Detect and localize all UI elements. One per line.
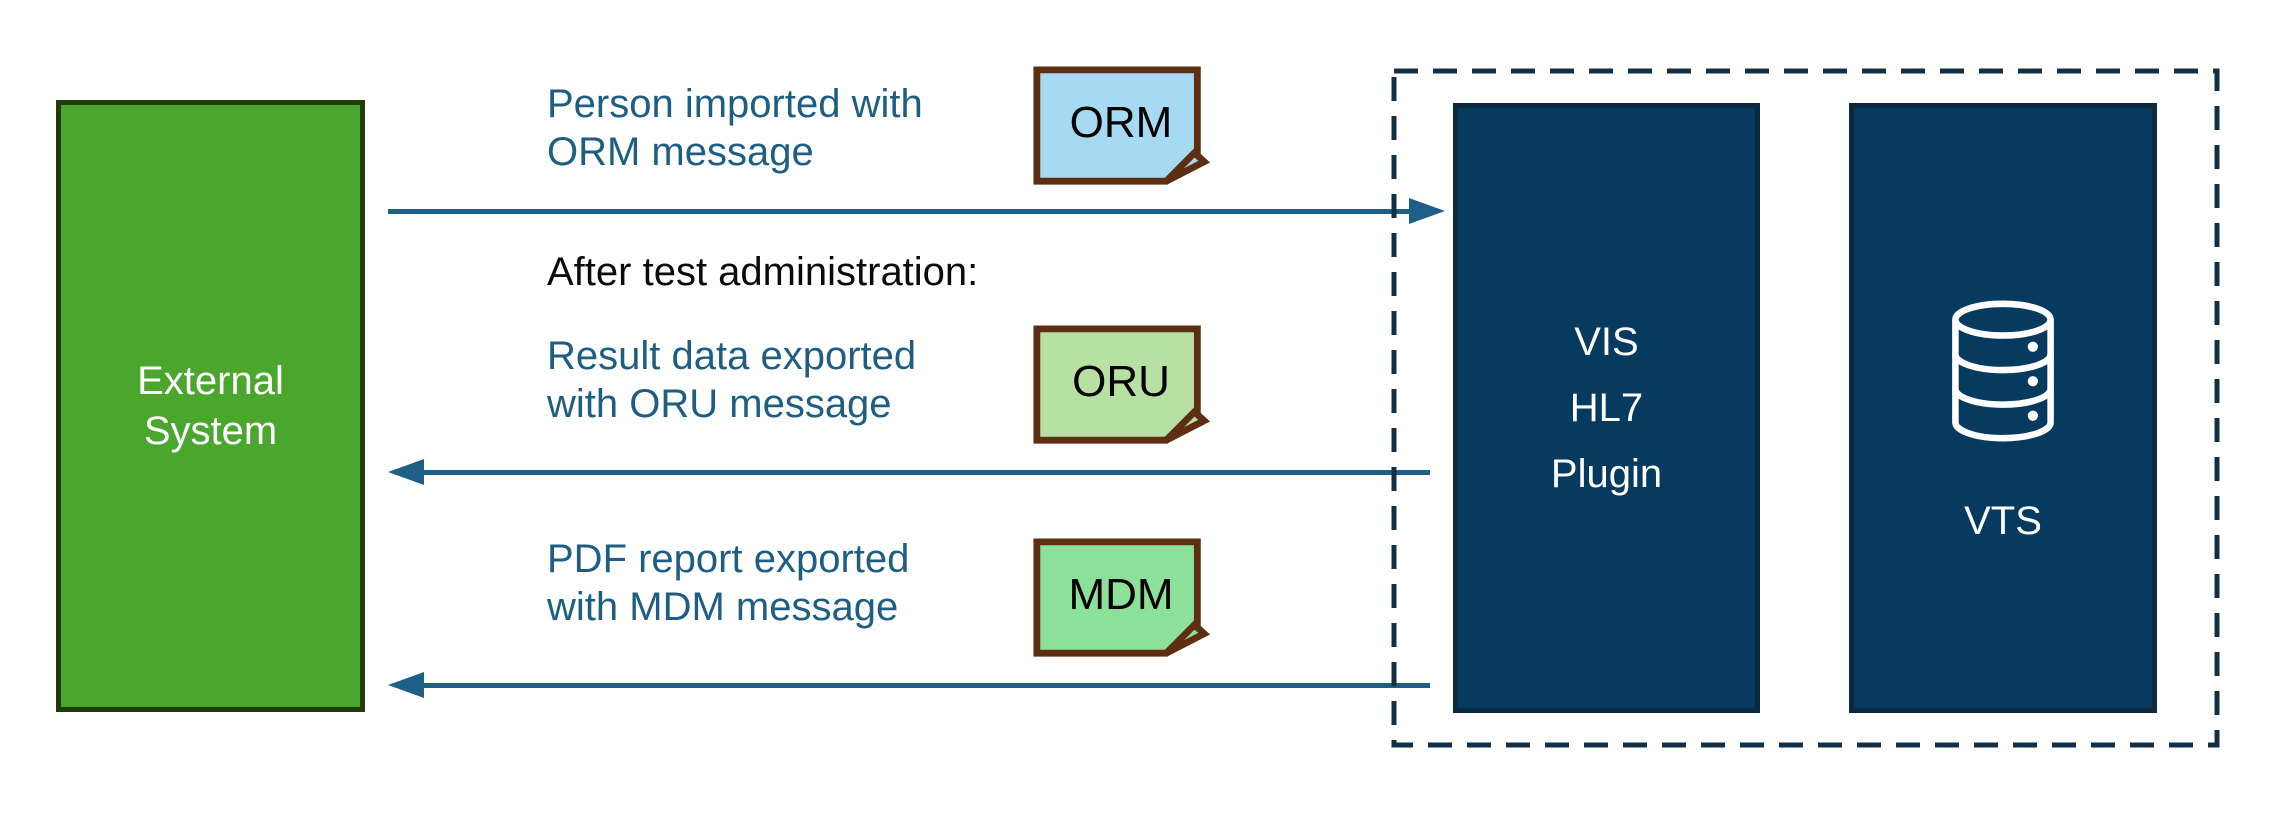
oru-arrow-left	[388, 459, 1430, 485]
orm-flow-label-line1: Person imported with	[547, 82, 923, 126]
vis-hl7-plugin-label: VIS HL7 Plugin	[1551, 309, 1662, 507]
vis-label-line3: Plugin	[1550, 452, 1663, 496]
external-system-box: External System	[56, 100, 365, 712]
orm-flow-label-line2: ORM message	[547, 130, 814, 174]
oru-flow-label-line1: Result data exported	[547, 334, 917, 378]
orm-flow-label: Person imported with ORM message	[547, 80, 923, 176]
dashed-rect	[1391, 68, 2220, 748]
mdm-note-label: MDM	[1068, 569, 1174, 619]
vts-box: VTS	[1849, 103, 2157, 713]
database-icon	[1952, 300, 2054, 441]
oru-note-label: ORU	[1072, 356, 1170, 406]
arrow-shaft	[418, 469, 1430, 475]
mdm-flow-label-line2: with MDM message	[547, 585, 899, 629]
oru-flow-label: Result data exported with ORU message	[547, 332, 916, 428]
vis-label-line1: VIS	[1574, 320, 1639, 364]
oru-note: ORU	[1032, 324, 1211, 449]
mdm-flow-label: PDF report exported with MDM message	[547, 535, 909, 631]
arrow-head	[388, 672, 424, 698]
external-system-label-line2: System	[143, 409, 278, 453]
oru-flow-label-line2: with ORU message	[547, 382, 892, 426]
external-system-label-line1: External	[137, 359, 284, 403]
arrow-shaft	[388, 208, 1415, 214]
orm-note-label: ORM	[1069, 97, 1173, 147]
external-system-label: External System	[137, 356, 284, 456]
section-label: After test administration:	[547, 250, 979, 294]
orm-note: ORM	[1032, 65, 1211, 190]
mdm-arrow-left	[388, 672, 1430, 698]
mdm-flow-label-line1: PDF report exported	[547, 537, 910, 581]
arrow-head	[1409, 198, 1445, 224]
sticky-note-fold	[1163, 407, 1211, 444]
vis-label-line2: HL7	[1569, 386, 1644, 430]
sticky-note-fold	[1163, 148, 1211, 185]
mdm-note: MDM	[1032, 537, 1211, 662]
sticky-note-icon	[1033, 66, 1211, 185]
vts-content: VTS	[1947, 297, 2059, 544]
orm-arrow-right	[388, 198, 1445, 224]
vis-hl7-plugin-box: VIS HL7 Plugin	[1453, 103, 1760, 713]
arrow-shaft	[418, 682, 1430, 688]
plugin-boundary-dashed-box	[1391, 68, 2220, 748]
sticky-note-icon	[1033, 325, 1211, 444]
sticky-note-fold	[1163, 620, 1211, 657]
vts-label: VTS	[1964, 498, 2042, 543]
arrow-head	[388, 459, 424, 485]
sticky-note-icon	[1033, 538, 1211, 657]
